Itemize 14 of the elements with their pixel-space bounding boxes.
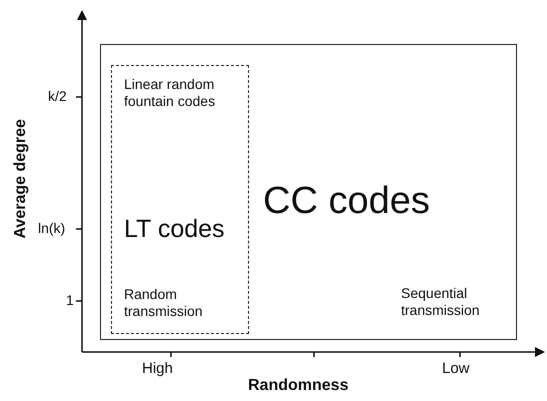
axis-tick-label: Low bbox=[442, 361, 470, 378]
axis-title: Average degree bbox=[12, 119, 30, 239]
axis-title: Randomness bbox=[248, 377, 348, 395]
axis-tick-label: 1 bbox=[66, 293, 74, 308]
region-box bbox=[100, 44, 517, 340]
axis-tick-label: ln(k) bbox=[38, 221, 66, 236]
box-note: Linear random fountain codes bbox=[124, 76, 216, 110]
box-note: Random transmission bbox=[124, 286, 204, 320]
axis-tick-label: High bbox=[142, 361, 173, 378]
box-title: CC codes bbox=[263, 179, 431, 224]
dashed-region bbox=[111, 65, 249, 334]
box-title: LT codes bbox=[124, 214, 226, 244]
axis-tick-label: k/2 bbox=[48, 89, 67, 104]
box-note: Sequential transmission bbox=[401, 285, 481, 319]
